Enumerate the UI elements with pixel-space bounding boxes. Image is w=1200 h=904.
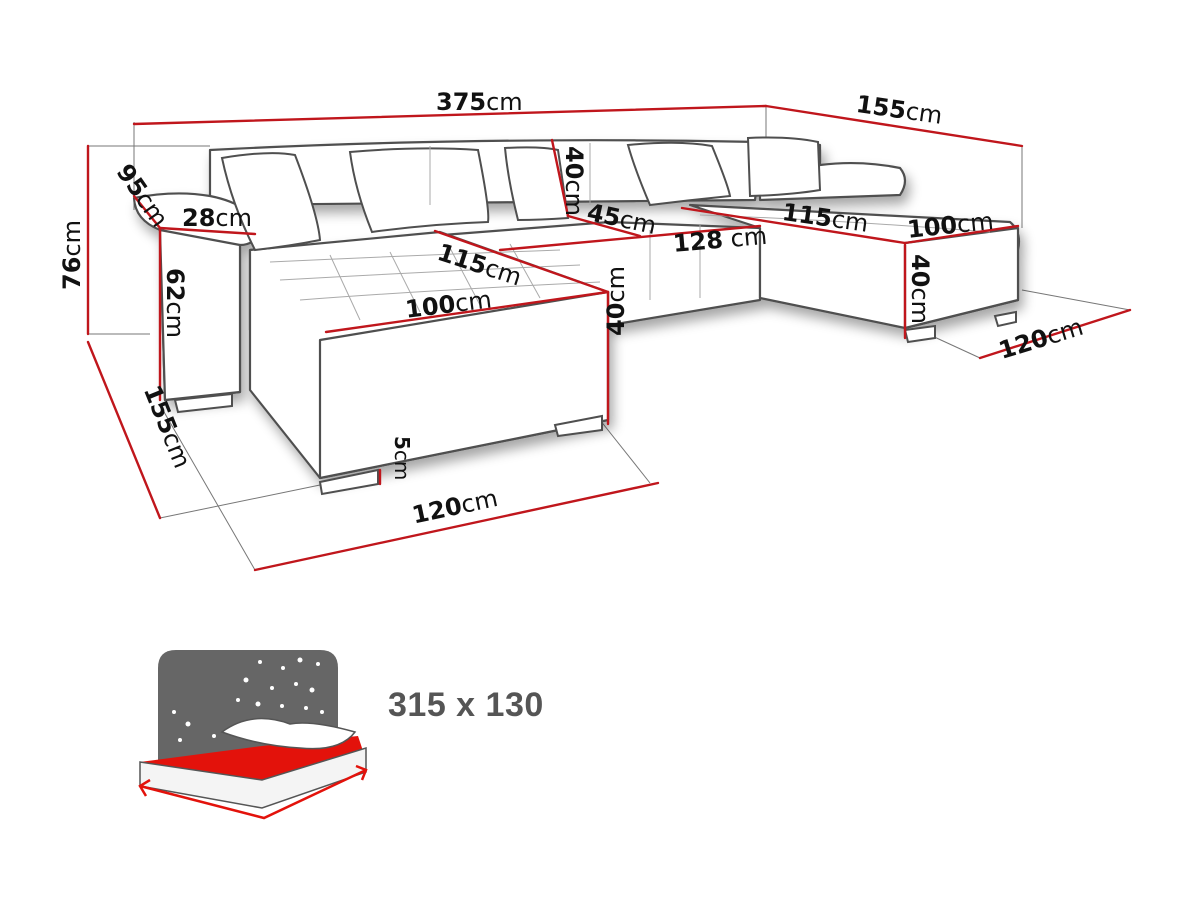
sleeping-area-size: 315 x 130 (388, 686, 544, 724)
dim-backrest-height: 40cm (560, 146, 588, 216)
dim-total-height: 76cm (58, 220, 86, 290)
dim-armrest-width: 28cm (182, 204, 252, 232)
dim-total-width: 375cm (436, 88, 523, 116)
dimension-lines (86, 104, 1132, 572)
dim-leg-height: 5cm (390, 436, 414, 481)
bed-night-icon (138, 650, 368, 820)
dim-right-seat-height: 40cm (906, 254, 934, 324)
dim-armrest-height: 62cm (161, 268, 189, 338)
sofa-legs (173, 310, 1017, 496)
dim-left-seat-height: 40cm (602, 266, 630, 336)
tufting (269, 143, 991, 321)
back-cushions (220, 136, 822, 252)
construction-lines (87, 106, 1131, 571)
